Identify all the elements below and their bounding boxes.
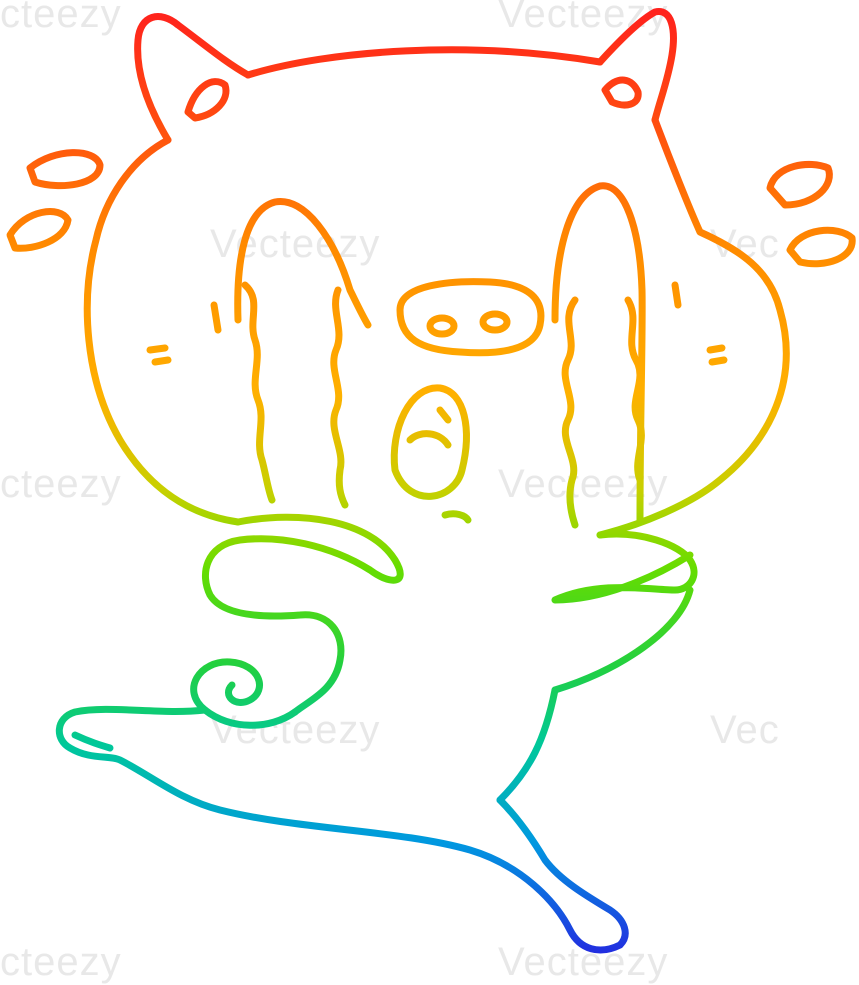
left-crying-eye	[210, 198, 372, 509]
right-crying-eye	[551, 182, 682, 529]
right-arm	[551, 530, 698, 694]
cheek-marks	[146, 344, 728, 366]
left-arm	[201, 513, 404, 716]
crying-mouth	[390, 384, 472, 524]
right-motion-marks	[766, 161, 856, 268]
head-outline	[83, 46, 790, 539]
left-motion-marks	[6, 149, 104, 252]
right-ear	[596, 8, 677, 124]
pig-snout	[396, 278, 545, 357]
pig-legs	[55, 686, 629, 954]
left-ear	[134, 13, 252, 144]
curly-tail	[190, 658, 299, 729]
